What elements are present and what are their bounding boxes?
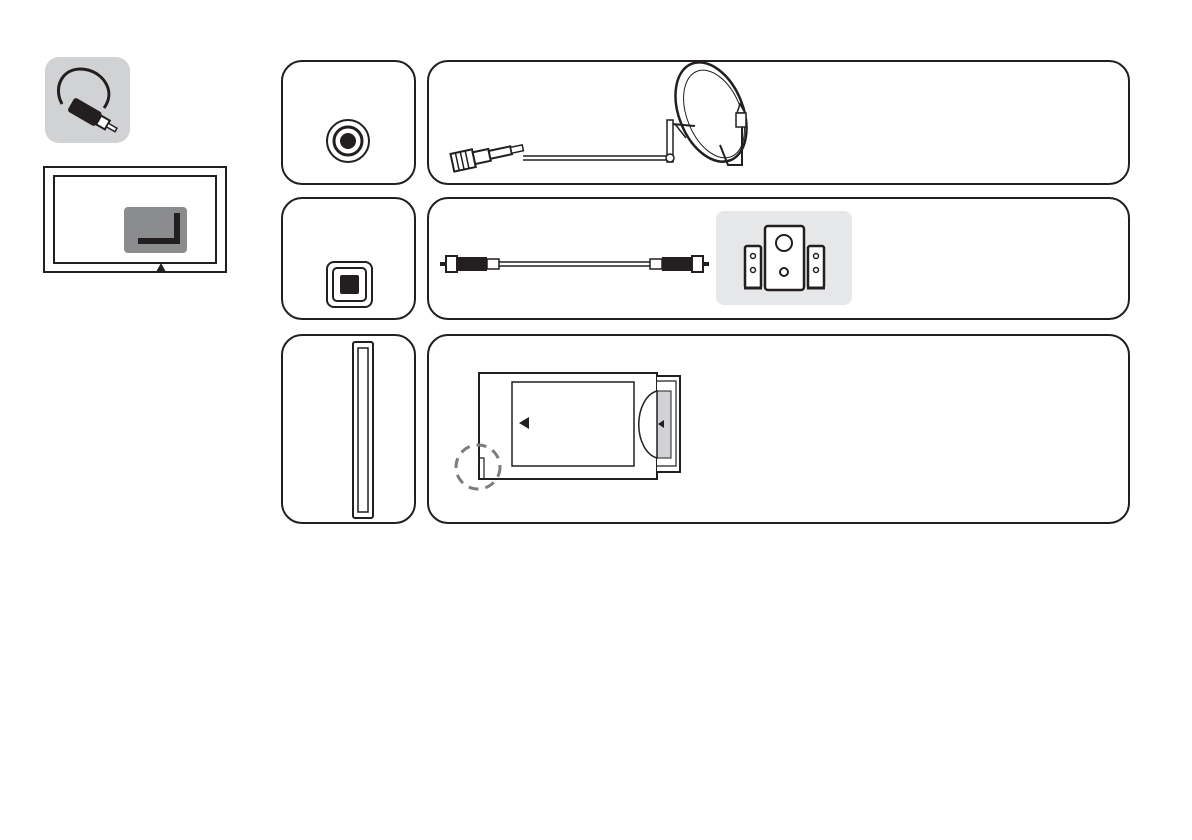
ci-row bbox=[282, 335, 1129, 523]
speaker-system-icon bbox=[716, 211, 852, 305]
ci-module-card-icon bbox=[456, 373, 680, 489]
satellite-row bbox=[282, 52, 1129, 184]
ci-slot-icon bbox=[353, 342, 373, 518]
device-panel-satellite bbox=[428, 61, 1129, 184]
cable-connection-icon bbox=[45, 57, 130, 143]
port-panel-ci bbox=[282, 335, 415, 523]
tv-back-panel-icon bbox=[44, 167, 226, 272]
optical-port-icon bbox=[327, 262, 372, 307]
coaxial-port-icon bbox=[327, 120, 369, 162]
optical-row bbox=[282, 198, 1129, 319]
